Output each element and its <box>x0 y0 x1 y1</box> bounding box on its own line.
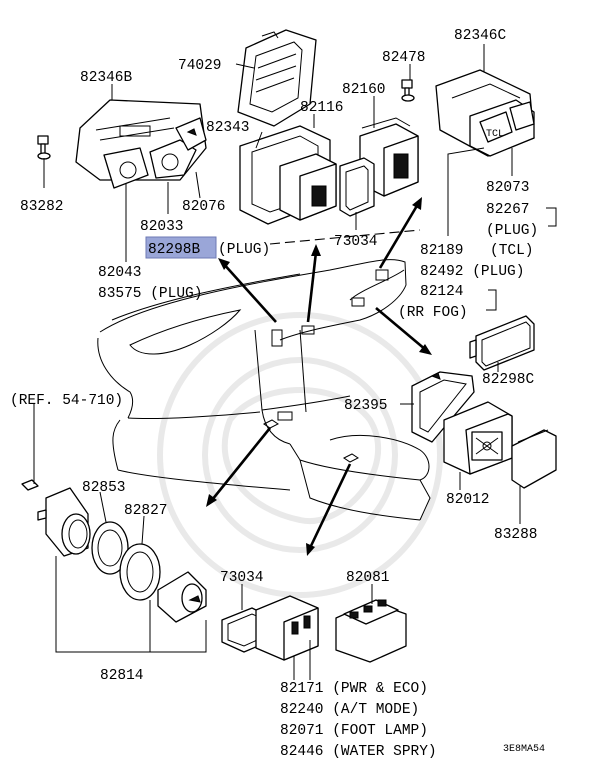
watermark-emblem <box>157 312 443 598</box>
label-82012: 82012 <box>446 492 490 508</box>
label-82124-rr-fog: (RR FOG) <box>398 305 468 321</box>
switch-82081-drawing <box>335 599 407 663</box>
switch-73034-top-drawing <box>339 157 375 217</box>
location-arrows <box>206 197 432 556</box>
highlight-82298B <box>145 236 217 259</box>
label-73034-top: 73034 <box>334 234 378 250</box>
label-82478: 82478 <box>382 50 426 66</box>
label-82346B: 82346B <box>80 70 133 86</box>
label-82189: 82189 <box>420 243 464 259</box>
label-82298B-plug: (PLUG) <box>218 242 270 258</box>
label-82814: 82814 <box>100 668 144 684</box>
label-82827: 82827 <box>124 503 168 519</box>
tcl-switch-label: TCL <box>486 129 504 140</box>
label-82346C: 82346C <box>454 28 507 44</box>
switch-group-bottom-drawing <box>221 595 319 661</box>
bezel-82343-drawing <box>239 125 337 225</box>
label-82124: 82124 <box>420 284 464 300</box>
switch-cluster-82346B-drawing <box>75 99 207 189</box>
dashboard-outline <box>97 259 431 521</box>
label-82298B: 82298B <box>148 242 201 258</box>
switch-82012-drawing <box>443 401 513 475</box>
label-82073: 82073 <box>486 180 530 196</box>
bezel-74029-drawing <box>237 29 317 127</box>
ring-82827-drawing <box>119 543 161 601</box>
label-73034-bottom: 73034 <box>220 570 264 586</box>
label-83282: 83282 <box>20 199 64 215</box>
screw-83282-drawing <box>37 135 51 160</box>
label-82033: 82033 <box>140 219 184 235</box>
label-74029: 74029 <box>178 58 222 74</box>
label-83288: 83288 <box>494 527 538 543</box>
label-82171: 82171 (PWR & ECO) <box>280 681 428 697</box>
label-83575: 83575 (PLUG) <box>98 286 202 302</box>
label-82160: 82160 <box>342 82 386 98</box>
cigarette-lighter-82814-drawing <box>21 479 91 557</box>
switch-cluster-82346C-drawing: TCL <box>435 69 535 157</box>
label-82395: 82395 <box>344 398 388 414</box>
label-82116: 82116 <box>300 100 344 116</box>
plug-dashed-line <box>269 229 421 245</box>
lighter-plug-drawing <box>157 571 207 623</box>
label-82043: 82043 <box>98 265 142 281</box>
label-82267-tcl: (TCL) <box>490 243 534 259</box>
label-82267: 82267 <box>486 202 530 218</box>
plug-82298C-drawing <box>469 315 535 371</box>
label-82298C: 82298C <box>482 372 535 388</box>
label-82240: 82240 (A/T MODE) <box>280 702 419 718</box>
label-82267-plug: (PLUG) <box>486 223 538 239</box>
diagram-code: 3E8MA54 <box>503 744 545 755</box>
label-82343: 82343 <box>206 120 250 136</box>
label-82081: 82081 <box>346 570 390 586</box>
label-82853: 82853 <box>82 480 126 496</box>
label-82492: 82492 (PLUG) <box>420 264 524 280</box>
label-82071: 82071 (FOOT LAMP) <box>280 723 428 739</box>
bezel-82395-drawing <box>411 371 475 443</box>
label-82076: 82076 <box>182 199 226 215</box>
label-ref: (REF. 54-710) <box>10 393 123 409</box>
leader-lines <box>33 44 557 680</box>
cap-83288-drawing <box>511 429 557 489</box>
ring-82853-drawing <box>91 521 129 575</box>
label-82446: 82446 (WATER SPRY) <box>280 744 437 760</box>
part-labels: 74029 82478 82346C 82346B 82160 82116 82… <box>10 28 545 760</box>
screw-82478-drawing <box>401 79 415 102</box>
